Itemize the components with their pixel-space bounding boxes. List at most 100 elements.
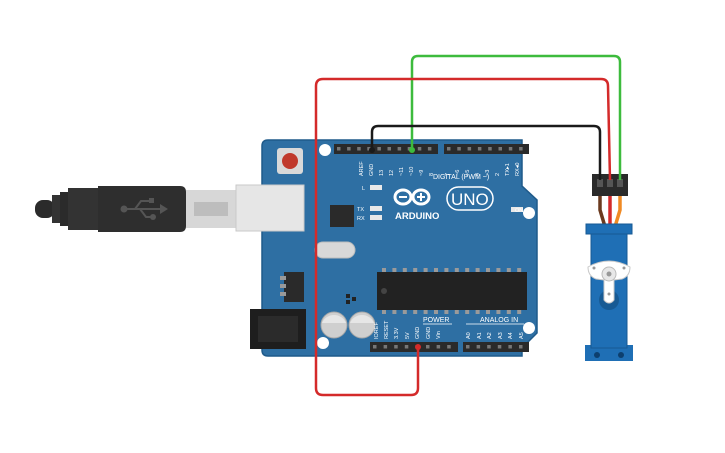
analog-pin-holes bbox=[466, 345, 523, 349]
pin-hole[interactable] bbox=[508, 345, 512, 349]
chip-notch bbox=[381, 288, 387, 294]
pin-hole[interactable] bbox=[457, 147, 461, 151]
servo-connector-pin bbox=[607, 179, 613, 187]
pin-hole[interactable] bbox=[347, 147, 351, 151]
chip-pin bbox=[392, 310, 397, 314]
digital-pin-label: RX◂0 bbox=[515, 163, 521, 176]
pin-hole[interactable] bbox=[383, 345, 388, 349]
reset-button-cap[interactable] bbox=[282, 153, 298, 169]
pin-hole[interactable] bbox=[373, 345, 377, 349]
usb-strain-ring bbox=[60, 192, 68, 226]
pin-hole[interactable] bbox=[417, 147, 422, 151]
usb-connector-inner bbox=[194, 202, 228, 216]
pin-hole[interactable] bbox=[447, 345, 451, 349]
digital-pin-label: 7 bbox=[445, 173, 451, 176]
chip-pin bbox=[465, 268, 470, 272]
pin-hole[interactable] bbox=[476, 345, 481, 349]
chip-pin bbox=[517, 268, 522, 272]
analog-pin-label: A3 bbox=[498, 332, 504, 339]
digital-header-label: DIGITAL (PWM ~) bbox=[433, 174, 489, 181]
servo-horn[interactable] bbox=[587, 260, 631, 304]
servo-connector-pin bbox=[617, 179, 623, 187]
chip-pin bbox=[402, 268, 407, 272]
analog-header-label: ANALOG IN bbox=[480, 317, 518, 324]
chip-pin bbox=[444, 310, 449, 314]
model-label: UNO bbox=[451, 190, 489, 209]
pin-hole[interactable] bbox=[404, 345, 409, 349]
led-tx-label: TX bbox=[357, 207, 364, 213]
led-rx-label: RX bbox=[357, 216, 365, 222]
chip-pin bbox=[382, 268, 386, 272]
servo-horn-hole bbox=[592, 266, 596, 270]
smd-part bbox=[352, 297, 356, 301]
pin-hole[interactable] bbox=[367, 147, 371, 151]
usb-icon bbox=[120, 198, 168, 220]
pin-hole[interactable] bbox=[397, 147, 402, 151]
pin-hole[interactable] bbox=[387, 147, 392, 151]
analog-header bbox=[463, 342, 529, 352]
power-header-label: POWER bbox=[423, 317, 449, 324]
servo-horn-hole bbox=[607, 292, 611, 296]
mounting-hole bbox=[317, 337, 329, 349]
pin-hole[interactable] bbox=[467, 147, 472, 151]
chip-pin bbox=[413, 310, 418, 314]
digital-pin-holes bbox=[337, 147, 523, 151]
pin-hole[interactable] bbox=[377, 147, 381, 151]
chip-pin bbox=[392, 268, 397, 272]
digital-pin-label: TX▸1 bbox=[505, 163, 511, 176]
chip-pins-bottom bbox=[382, 310, 522, 314]
micro-servo[interactable] bbox=[585, 174, 633, 361]
pin-hole[interactable] bbox=[508, 147, 513, 151]
pin-hole[interactable] bbox=[477, 147, 482, 151]
led-rx bbox=[370, 215, 382, 220]
power-pin-label: GND bbox=[415, 327, 421, 339]
digital-pin-label: 13 bbox=[379, 170, 385, 176]
chip-pin bbox=[506, 268, 511, 272]
pin-hole[interactable] bbox=[487, 345, 491, 349]
regulator-pin bbox=[280, 284, 286, 288]
pin-hole[interactable] bbox=[427, 147, 432, 151]
capacitor-top bbox=[322, 315, 346, 323]
usb-cable[interactable] bbox=[35, 186, 236, 232]
pin-hole[interactable] bbox=[519, 147, 523, 151]
pin-hole[interactable] bbox=[436, 345, 441, 349]
chip-pin bbox=[454, 310, 459, 314]
chip-pin bbox=[382, 310, 386, 314]
wire-power-red[interactable] bbox=[314, 77, 612, 397]
analog-pin-label: A5 bbox=[519, 332, 525, 339]
power-pin-label: 3.3V bbox=[394, 327, 400, 339]
chip-pin bbox=[465, 310, 470, 314]
led-on-label: ON bbox=[515, 208, 523, 214]
chip-pin bbox=[402, 310, 407, 314]
pin-hole[interactable] bbox=[426, 345, 430, 349]
servo-mount-hole bbox=[618, 352, 624, 358]
mounting-hole bbox=[523, 207, 535, 219]
usb-strain-relief bbox=[68, 188, 98, 230]
pin-hole[interactable] bbox=[337, 147, 341, 151]
pin-hole[interactable] bbox=[498, 147, 503, 151]
pin-hole[interactable] bbox=[519, 345, 523, 349]
pin-hole[interactable] bbox=[497, 345, 502, 349]
chip-pin bbox=[413, 268, 418, 272]
pin-hole[interactable] bbox=[466, 345, 470, 349]
regulator-pin bbox=[280, 276, 286, 280]
led-l-label: L bbox=[362, 186, 365, 192]
wire-signal-green[interactable] bbox=[410, 54, 622, 180]
pin-hole[interactable] bbox=[357, 147, 361, 151]
servo-connector-pin bbox=[597, 179, 603, 187]
pin-hole[interactable] bbox=[447, 147, 451, 151]
wire-ground-black[interactable] bbox=[370, 124, 602, 180]
capacitor-top bbox=[350, 315, 374, 323]
power-header bbox=[370, 342, 458, 352]
pin-hole[interactable] bbox=[488, 147, 492, 151]
digital-header-right bbox=[444, 144, 529, 154]
chip-pin bbox=[486, 268, 490, 272]
smd-part bbox=[346, 294, 350, 298]
pin-hole[interactable] bbox=[394, 345, 398, 349]
usb-b-socket bbox=[235, 184, 305, 232]
arduino-logo-icon bbox=[393, 188, 431, 206]
digital-pin-label: GND bbox=[369, 164, 375, 176]
servo-mount-hole bbox=[594, 352, 600, 358]
